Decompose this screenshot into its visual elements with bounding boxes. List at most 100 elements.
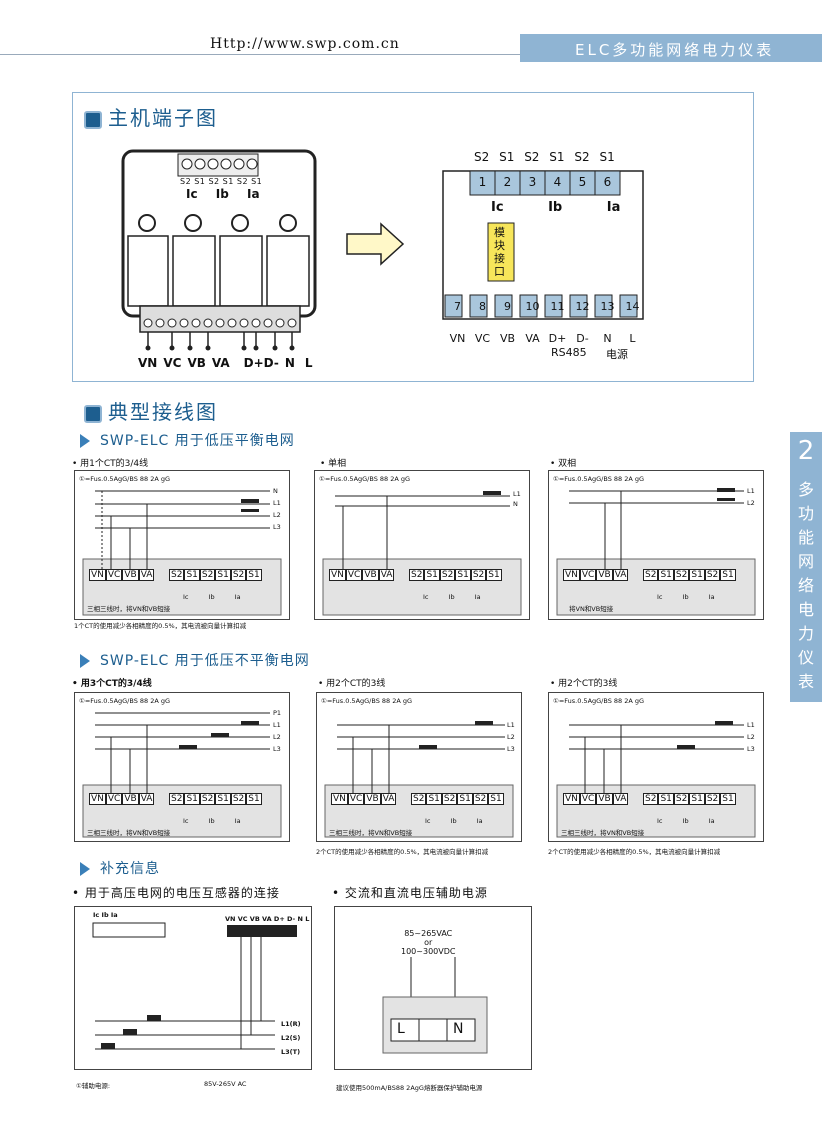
device-phase-labels: Ic Ib Ia [186, 187, 260, 201]
hv-lines [92, 922, 297, 1050]
meter-i-terms: Ic Ib Ia [183, 817, 241, 825]
meter-i-terms: Ic Ib Ia [657, 817, 715, 825]
header-rule [0, 54, 520, 55]
section2-title: 典型接线图 [84, 396, 218, 425]
diagram-lines [556, 721, 756, 838]
sub1-title: SWP-ELC 用于低压平衡电网 [80, 430, 295, 450]
d3-label: • 双相 [550, 459, 577, 469]
block-top-s: S2 S1 S2 S1 S2 S1 [474, 150, 615, 164]
aux-label: • 交流和直流电压辅助电源 [332, 886, 488, 900]
d6-label: • 用2个CT的3线 [550, 679, 618, 689]
hv-line-labels: L1(R)L2(S)L3(T) [281, 1020, 301, 1056]
fuse-note: ①=Fus.0.5AgG/BS 88 2A gG [321, 697, 413, 705]
aux-lines [382, 957, 488, 1054]
header-title: ELC多功能网络电力仪表 [575, 41, 775, 59]
fuse-note: ①=Fus.0.5AgG/BS 88 2A gG [79, 475, 171, 483]
hv-range: 85V-265V AC [204, 1080, 247, 1088]
meter-i-terms: Ic Ib Ia [423, 593, 481, 601]
inner-note: 三相三线时，将VN和VB短接 [561, 829, 645, 837]
fuse-note: ①=Fus.0.5AgG/BS 88 2A gG [553, 475, 645, 483]
device-drawing [121, 149, 317, 351]
diagram-lines [82, 712, 282, 838]
inner-note: 三相三线时，将VN和VB短接 [329, 829, 413, 837]
d1-label: • 用1个CT的3/4线 [72, 459, 149, 469]
sub3-title: 补充信息 [80, 858, 160, 878]
meter-i-terms: Ic Ib Ia [183, 593, 241, 601]
inner-note: 三相三线时，将VN和VB短接 [87, 605, 171, 613]
module-interface: 模块接口 [494, 226, 505, 278]
d5-label: • 用2个CT的3线 [318, 679, 386, 689]
d1-note: 1个CT的使用减少各相精度的0.5%，其电流被向量计算扣减 [74, 622, 247, 630]
aux-L: L [397, 1021, 405, 1037]
d2-label: • 单相 [320, 459, 347, 469]
terminal-block [442, 170, 644, 320]
side-tab-number: 2 [797, 436, 815, 466]
rs485-label: RS485 [551, 346, 587, 359]
fuse-note: ①=Fus.0.5AgG/BS 88 2A gG [79, 697, 171, 705]
side-tab [790, 432, 822, 702]
hv-label: • 用于高压电网的电压互感器的连接 [72, 886, 280, 900]
header-url[interactable]: Http://www.swp.com.cn [210, 36, 400, 52]
sub2-title: SWP-ELC 用于低压不平衡电网 [80, 650, 310, 670]
inner-note: 三相三线时，将VN和VB短接 [87, 829, 171, 837]
terminal-panel [72, 92, 754, 382]
triangle-icon [80, 654, 90, 668]
diagram-lines [82, 490, 282, 616]
device-top-terms: S2 S1 S2 S1 S2 S1 [180, 177, 263, 186]
fuse-note: ①=Fus.0.5AgG/BS 88 2A gG [553, 697, 645, 705]
meter-i-terms: Ic Ib Ia [425, 817, 483, 825]
power-label: 电源 [606, 348, 628, 361]
triangle-icon [80, 862, 90, 876]
hv-diagram: Ic Ib Ia VN VC VB VA D+ D- N L L1(R)L2(S… [74, 906, 312, 1070]
d5-note: 2个CT的使用减少各相精度的0.5%，其电流被向量计算扣减 [316, 848, 489, 856]
hv-aux: ①辅助电源: [76, 1082, 111, 1090]
d4-label: • 用3个CT的3/4线 [72, 679, 152, 689]
aux-N: N [453, 1021, 464, 1037]
diagram-lines [322, 491, 522, 616]
hv-top: Ic Ib Ia [93, 911, 118, 919]
triangle-icon [80, 434, 90, 448]
section-icon [84, 404, 102, 423]
fuse-note: ①=Fus.0.5AgG/BS 88 2A gG [319, 475, 411, 483]
arrow-right-icon [346, 222, 405, 266]
section-icon [84, 110, 102, 129]
section1-title: 主机端子图 [84, 102, 218, 131]
hv-right-top: VN VC VB VA D+ D- N L [225, 915, 310, 923]
aux-note: 建议使用500mA/BS88 2AgG熔断器保护辅助电源 [336, 1084, 483, 1092]
meter-i-terms: Ic Ib Ia [657, 593, 715, 601]
diagram-lines [324, 721, 514, 838]
diagram-lines [556, 488, 756, 616]
inner-note: 将VN和VB短接 [569, 605, 614, 613]
header-band [520, 34, 822, 62]
block-phase: Ic Ib Ia [491, 200, 621, 215]
